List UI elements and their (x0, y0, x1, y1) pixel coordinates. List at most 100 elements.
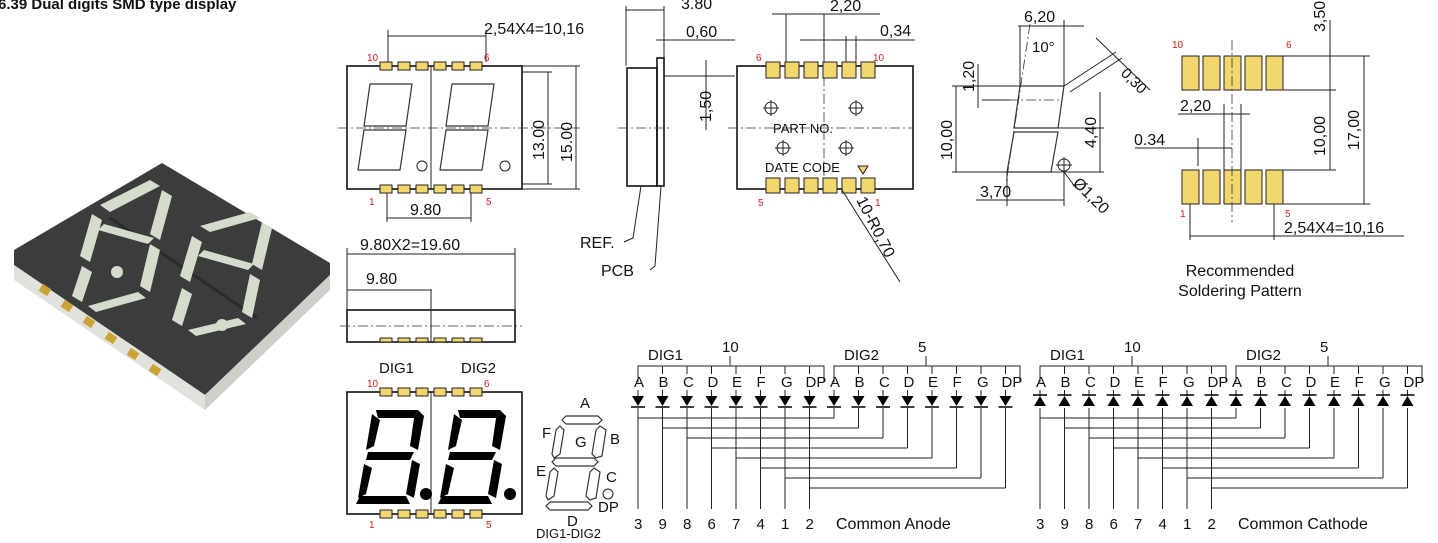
cathode-seg-label: B (1061, 374, 1071, 391)
anode-seg-label: A (634, 374, 644, 391)
anode-pin-number: 9 (659, 516, 667, 533)
anode-seg-label: G (781, 374, 793, 391)
cathode-diode (1303, 396, 1316, 406)
solder-caption-line1: Recommended (1186, 263, 1295, 280)
anode-pin-number: 6 (708, 516, 716, 533)
cathode-dig1-pin: 10 (1124, 339, 1141, 356)
front-height-inner: 13.00 (531, 120, 548, 160)
anode-dig1-pin: 10 (722, 339, 739, 356)
cathode-seg-label: C (1085, 374, 1096, 391)
anode-diode (779, 396, 791, 406)
cathode-dig2-pin: 5 (1320, 339, 1328, 356)
illus-pin-5: 5 (486, 520, 492, 531)
display-illustration: DIG1 DIG2 10 6 (346, 360, 523, 531)
anode-seg-label: E (928, 374, 938, 391)
soldering-pattern: 10 6 2,20 0.34 3,50 10,00 17,00 1 5 (1134, 1, 1404, 300)
side-ref-label: REF. (580, 235, 615, 252)
cathode-seg-label: E (1134, 374, 1144, 391)
anode-diode (803, 396, 816, 406)
detail-dim-030: 0,30 (1117, 65, 1150, 98)
solder-pin-10: 10 (1172, 40, 1184, 51)
segment-label-f: F (542, 425, 551, 442)
cathode-seg-label: DP (1404, 374, 1425, 391)
back-date-code: DATE CODE (765, 160, 840, 175)
cathode-diode (1181, 396, 1193, 406)
cathode-diode (1058, 396, 1071, 406)
cathode-diode (1279, 396, 1291, 406)
anode-dig2-label: DIG2 (844, 347, 879, 364)
anode-pin-number: 7 (732, 516, 740, 533)
anode-diode (901, 396, 914, 406)
back-dim-220: 2,20 (830, 0, 861, 15)
bottom-total-width: 9.80X2=19.60 (360, 237, 460, 254)
cathode-dig1-label: DIG1 (1050, 347, 1085, 364)
illus-pin-6: 6 (484, 379, 490, 390)
segment-label-g: G (575, 434, 587, 451)
cathode-diode (1156, 396, 1169, 406)
solder-dim-220: 2,20 (1180, 98, 1211, 115)
anode-diode (681, 396, 693, 406)
segment-map-caption: DIG1-DIG2 (536, 526, 601, 541)
solder-dim-034: 0.34 (1134, 132, 1165, 149)
detail-angle: 10° (1032, 39, 1055, 56)
solder-dim-1700: 17,00 (1346, 110, 1363, 150)
detail-dim-620: 6,20 (1024, 9, 1055, 26)
cathode-caption: Common Cathode (1238, 516, 1368, 533)
cathode-diode (1083, 396, 1095, 406)
front-pin-10: 10 (367, 53, 379, 64)
solder-dim-350: 3,50 (1312, 1, 1329, 32)
anode-diode (656, 396, 669, 406)
cathode-diode (1401, 396, 1414, 406)
illus-dig2: DIG2 (461, 360, 496, 377)
segment-label-b: B (610, 431, 620, 448)
anode-seg-label: E (732, 374, 742, 391)
cathode-pin-number: 8 (1085, 516, 1093, 533)
cathode-seg-label: C (1281, 374, 1292, 391)
anode-pin-number: 1 (781, 516, 789, 533)
cathode-pin-number: 4 (1159, 516, 1167, 533)
anode-seg-label: F (757, 374, 766, 391)
cathode-seg-label: A (1232, 374, 1242, 391)
illus-pin-10: 10 (367, 379, 379, 390)
anode-diode (926, 396, 938, 406)
cathode-pin-number: 1 (1183, 516, 1191, 533)
detail-dim-370: 3,70 (980, 184, 1011, 201)
solder-pitch: 2,54X4=10,16 (1284, 220, 1384, 237)
back-pin-1: 1 (875, 198, 881, 209)
cathode-diode (1254, 396, 1267, 406)
side-dim-top: 3.80 (681, 0, 712, 13)
cathode-dig2-label: DIG2 (1246, 347, 1281, 364)
anode-dig1-label: DIG1 (648, 347, 683, 364)
cathode-diode (1377, 396, 1389, 406)
cathode-pin-number: 9 (1061, 516, 1069, 533)
front-pin-6: 6 (484, 53, 490, 64)
side-dim-150: 1,50 (698, 91, 715, 122)
anode-diode (852, 396, 865, 406)
cathode-pin-number: 6 (1110, 516, 1118, 533)
cathode-diode (1352, 396, 1365, 406)
anode-diode (950, 396, 963, 406)
front-pitch-label: 2,54X4=10,16 (484, 21, 584, 38)
cathode-seg-label: DP (1208, 374, 1229, 391)
segment-label-dp: DP (598, 499, 619, 516)
cathode-diode (1230, 396, 1242, 406)
anode-diode (999, 396, 1012, 406)
segment-label-e: E (536, 463, 546, 480)
anode-seg-label: C (683, 374, 694, 391)
cathode-diode (1132, 396, 1144, 406)
solder-caption-line2: Soldering Pattern (1178, 283, 1302, 300)
cathode-diode (1205, 396, 1218, 406)
front-pin-5: 5 (486, 197, 492, 208)
anode-caption: Common Anode (836, 516, 951, 533)
cathode-seg-label: F (1355, 374, 1364, 391)
cathode-seg-label: B (1257, 374, 1267, 391)
side-dim-060: 0,60 (686, 24, 717, 41)
anode-seg-label: D (708, 374, 719, 391)
solder-pin-5: 5 (1285, 209, 1291, 220)
anode-dig2-pin: 5 (918, 339, 926, 356)
back-pin-5: 5 (758, 198, 764, 209)
cathode-seg-label: E (1330, 374, 1340, 391)
product-photo (14, 163, 330, 410)
